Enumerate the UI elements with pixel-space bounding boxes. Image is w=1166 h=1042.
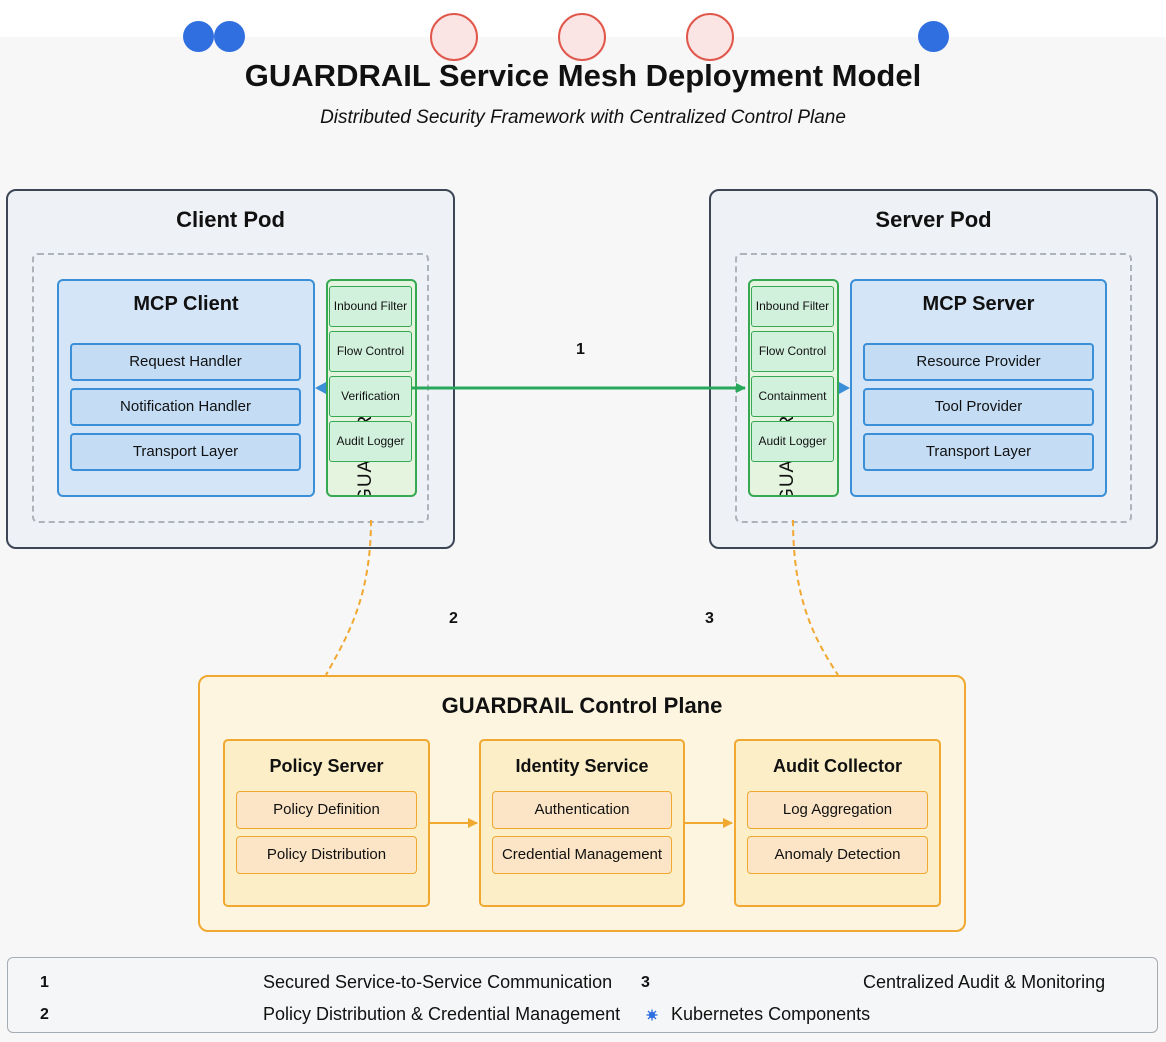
legend-key-3: 3 xyxy=(641,974,650,991)
diagram-title: GUARDRAIL Service Mesh Deployment Model xyxy=(244,58,922,93)
audit-collector-title: Audit Collector xyxy=(773,756,902,776)
audit-logger: Audit Logger xyxy=(329,421,412,462)
policy-definition: Policy Definition xyxy=(236,791,417,829)
policy-distribution-line xyxy=(325,519,372,676)
legend xyxy=(7,957,1158,1033)
request-handler: Request Handler xyxy=(70,343,301,381)
legend-label-kubernetes: Kubernetes Components xyxy=(671,1004,871,1024)
server-pod-title: Server Pod xyxy=(875,207,992,232)
credential-management: Credential Management xyxy=(492,836,672,874)
containment: Containment xyxy=(751,376,834,417)
anomaly-detection: Anomaly Detection xyxy=(747,836,928,874)
connection-label-3: 3 xyxy=(705,610,714,627)
transport-layer: Transport Layer xyxy=(70,433,301,471)
alert-node-icon xyxy=(686,13,734,61)
legend-key-1: 1 xyxy=(40,974,49,991)
authentication: Authentication xyxy=(492,791,672,829)
tool-provider: Tool Provider xyxy=(863,388,1094,426)
flow-control: Flow Control xyxy=(751,331,834,372)
kubernetes-node-icon xyxy=(214,21,245,52)
legend-key-2: 2 xyxy=(40,1006,49,1023)
client-to-sidecar-arrow xyxy=(315,382,326,394)
control-plane-title: GUARDRAIL Control Plane xyxy=(441,693,723,718)
notification-handler: Notification Handler xyxy=(70,388,301,426)
policy-distribution: Policy Distribution xyxy=(236,836,417,874)
audit-logger: Audit Logger xyxy=(751,421,834,462)
mcp-client-title: MCP Client xyxy=(133,293,239,315)
mcp-server-title: MCP Server xyxy=(922,293,1035,315)
inbound-filter: Inbound Filter xyxy=(751,286,834,327)
alert-node-icon xyxy=(430,13,478,61)
inbound-filter: Inbound Filter xyxy=(329,286,412,327)
kubernetes-icon xyxy=(646,1009,658,1021)
legend-label-2: Policy Distribution & Credential Managem… xyxy=(263,1004,621,1024)
diagram-subtitle: Distributed Security Framework with Cent… xyxy=(320,107,846,128)
audit-monitoring-line xyxy=(792,519,839,676)
policy-server-title: Policy Server xyxy=(269,756,384,776)
resource-provider: Resource Provider xyxy=(863,343,1094,381)
alert-node-icon xyxy=(558,13,606,61)
identity-service-title: Identity Service xyxy=(515,756,649,776)
kubernetes-node-icon xyxy=(183,21,214,52)
log-aggregation: Log Aggregation xyxy=(747,791,928,829)
client-pod-title: Client Pod xyxy=(176,207,285,232)
connection-label-1: 1 xyxy=(576,341,585,358)
verification: Verification xyxy=(329,376,412,417)
flow-control: Flow Control xyxy=(329,331,412,372)
transport-layer: Transport Layer xyxy=(863,433,1094,471)
kubernetes-node-icon xyxy=(918,21,949,52)
sidecar-to-server-arrow xyxy=(839,382,850,394)
legend-label-3: Centralized Audit & Monitoring xyxy=(863,972,1106,992)
legend-label-1: Secured Service-to-Service Communication xyxy=(263,972,613,992)
connection-label-2: 2 xyxy=(449,610,458,627)
